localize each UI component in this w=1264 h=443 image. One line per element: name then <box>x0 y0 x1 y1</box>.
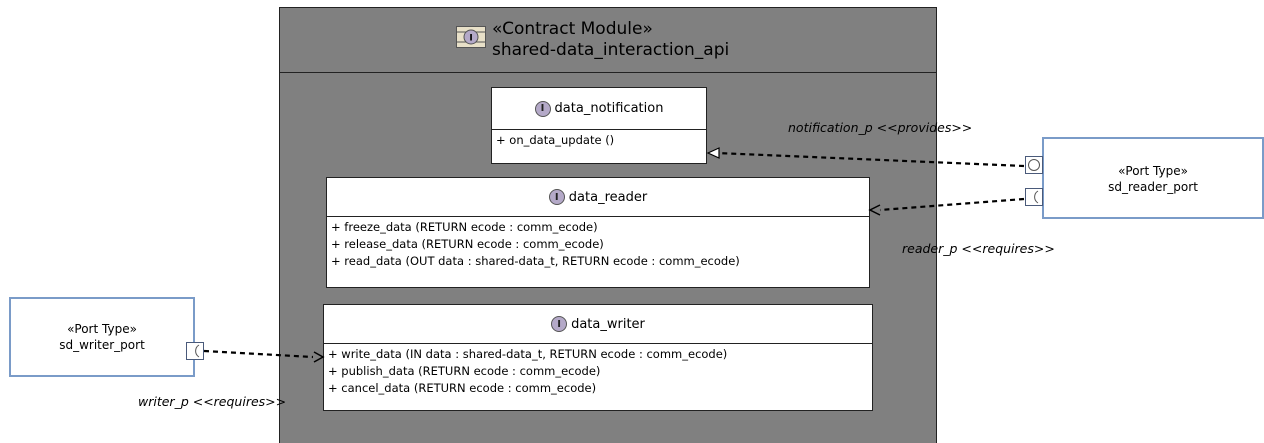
interface-data-writer[interactable]: I data_writer + write_data (IN data : sh… <box>323 304 873 411</box>
operation: + release_data (RETURN ecode : comm_ecod… <box>331 237 604 251</box>
interface-name: data_notification <box>554 101 664 116</box>
port-type-stereotype: «Port Type» <box>67 322 137 336</box>
interface-icon: I <box>534 100 551 117</box>
interface-name: data_writer <box>571 316 645 332</box>
module-name: shared-data_interaction_api <box>492 40 730 60</box>
operation: + on_data_update () <box>496 133 615 147</box>
operation-list: + on_data_update () <box>492 130 706 151</box>
required-port-reader[interactable] <box>1025 188 1043 206</box>
writer-connector[interactable] <box>203 349 325 363</box>
provided-interface-icon <box>1028 159 1040 171</box>
interface-header: I data_reader <box>327 178 869 217</box>
interface-data-reader[interactable]: I data_reader + freeze_data (RETURN ecod… <box>326 177 870 288</box>
operation: + publish_data (RETURN ecode : comm_ecod… <box>328 364 601 378</box>
interface-header: I data_writer <box>324 305 872 344</box>
notification-connector[interactable] <box>706 147 1025 168</box>
operation-list: + write_data (IN data : shared-data_t, R… <box>324 344 872 399</box>
connector-label-writer-p: writer_p <<requires>> <box>138 394 287 409</box>
port-type-sd-writer-port[interactable]: «Port Type» sd_writer_port <box>9 297 195 377</box>
required-interface-icon <box>1034 190 1039 204</box>
module-stereotype: «Contract Module» <box>492 19 653 39</box>
operation-list: + freeze_data (RETURN ecode : comm_ecode… <box>327 217 869 272</box>
reader-connector[interactable] <box>868 197 1025 216</box>
operation: + write_data (IN data : shared-data_t, R… <box>328 347 728 361</box>
module-title: «Contract Module» shared-data_interactio… <box>492 19 729 61</box>
port-type-name: sd_reader_port <box>1108 180 1198 194</box>
interface-module-icon: I <box>456 26 486 48</box>
interface-icon: I <box>548 189 565 205</box>
interface-data-notification[interactable]: I data_notification + on_data_update () <box>491 87 707 164</box>
port-type-name: sd_writer_port <box>59 338 145 352</box>
connector-label-notification-p: notification_p <<provides>> <box>788 120 973 135</box>
operation: + read_data (OUT data : shared-data_t, R… <box>331 254 740 268</box>
port-type-sd-reader-port[interactable]: «Port Type» sd_reader_port <box>1042 137 1264 219</box>
svg-text:I: I <box>469 34 472 44</box>
port-type-stereotype: «Port Type» <box>1118 164 1188 178</box>
operation: + freeze_data (RETURN ecode : comm_ecode… <box>331 220 598 234</box>
connector-label-reader-p: reader_p <<requires>> <box>902 241 1055 256</box>
interface-icon: I <box>551 316 568 332</box>
provided-port[interactable] <box>1025 156 1043 174</box>
operation: + cancel_data (RETURN ecode : comm_ecode… <box>328 381 597 395</box>
interface-header: I data_notification <box>492 88 706 130</box>
module-header: I «Contract Module» shared-data_interact… <box>280 8 936 73</box>
required-interface-icon <box>195 344 200 358</box>
interface-name: data_reader <box>568 189 648 205</box>
required-port-writer[interactable] <box>186 342 204 360</box>
